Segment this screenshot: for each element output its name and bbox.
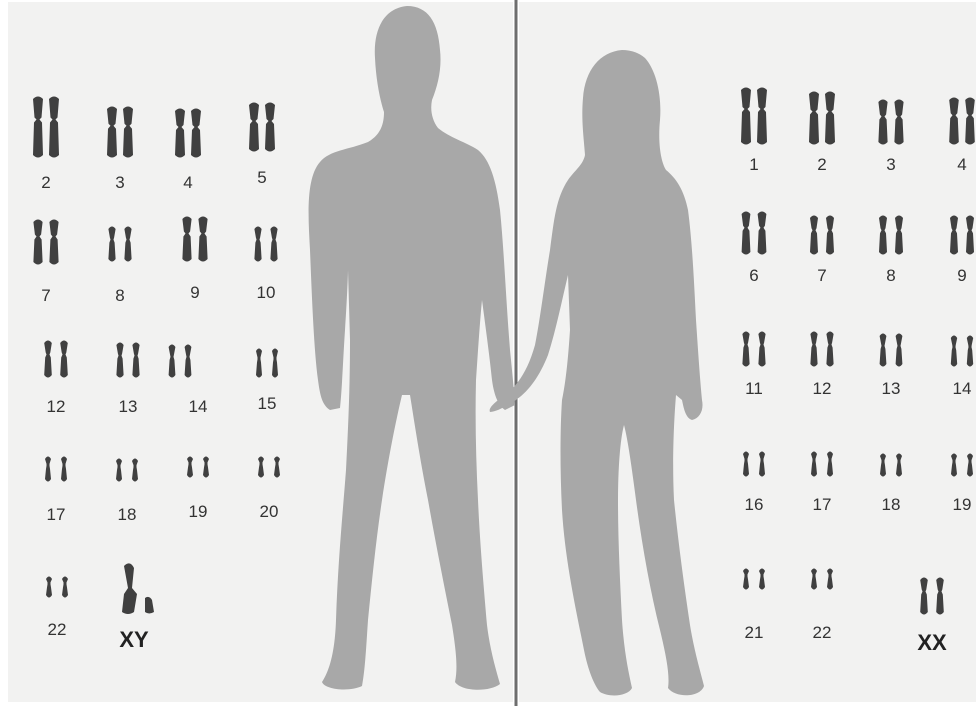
female-chromosome-pair-6-chromatid-2 [826, 216, 834, 255]
female-label-11: 11 [745, 379, 763, 398]
male-chromosome-pair-4-chromatid-1 [249, 103, 259, 152]
female-chromosome-pair-4-chromatid-1 [949, 98, 959, 145]
male-chromosome-pair-11-chromatid-1 [169, 345, 176, 378]
female-label-13: 13 [882, 379, 901, 398]
male-sex-label: XY [119, 627, 149, 652]
female-label-16: 16 [745, 495, 764, 514]
female-chromosome-pair-5-chromatid-2 [758, 212, 767, 255]
male-label-8: 8 [115, 286, 124, 305]
female-sex-chromosomes-chromatid-1 [920, 578, 928, 615]
female-chromosome-pair-8-chromatid-2 [966, 216, 974, 255]
male-label-7: 7 [41, 286, 50, 305]
male-label-3: 3 [115, 173, 124, 192]
male-label-22: 22 [48, 620, 67, 639]
male-label-15: 15 [258, 394, 277, 413]
male-label-13: 13 [119, 397, 138, 416]
female-label-8: 8 [886, 266, 895, 285]
female-label-21: 21 [745, 623, 764, 642]
male-label-19: 19 [189, 502, 208, 521]
male-chromosome-pair-3-chromatid-1 [175, 109, 185, 158]
male-chromosome-pair-8-chromatid-2 [270, 227, 277, 262]
female-chromosome-pair-7-chromatid-1 [879, 216, 887, 255]
male-chromosome-pair-4-chromatid-2 [265, 103, 275, 152]
male-chromosome-pair-5-chromatid-2 [49, 220, 58, 265]
female-label-9: 9 [957, 266, 966, 285]
female-chromosome-pair-3-chromatid-2 [894, 100, 903, 145]
female-chromosome-pair-12-chromatid-1 [951, 336, 957, 367]
male-chromosome-pair-6-chromatid-1 [108, 227, 115, 262]
female-chromosome-pair-1-chromatid-1 [741, 88, 751, 145]
female-chromosome-pair-5-chromatid-1 [742, 212, 751, 255]
female-label-2: 2 [817, 155, 826, 174]
male-label-2: 2 [41, 173, 50, 192]
male-chromosome-pair-3-chromatid-2 [191, 109, 201, 158]
male-label-18: 18 [118, 505, 137, 524]
female-chromosome-pair-11-chromatid-1 [880, 334, 887, 367]
female-chromosome-pair-12-chromatid-2 [967, 336, 973, 367]
female-chromosome-pair-2-chromatid-2 [825, 92, 835, 145]
female-sex-chromosomes-chromatid-2 [936, 578, 944, 615]
male-label-4: 4 [183, 173, 192, 192]
male-label-14: 14 [189, 397, 208, 416]
male-chromosome-pair-1-chromatid-2 [49, 97, 59, 158]
female-chromosome-pair-9-chromatid-2 [758, 332, 765, 367]
male-chromosome-pair-7-chromatid-1 [182, 217, 191, 262]
female-label-17: 17 [813, 495, 832, 514]
female-chromosome-pair-7-chromatid-2 [895, 216, 903, 255]
male-chromosome-pair-9-chromatid-1 [44, 341, 52, 378]
male-chromosome-pair-2-chromatid-1 [107, 107, 117, 158]
female-label-19: 19 [953, 495, 972, 514]
female-chromosome-pair-3-chromatid-1 [878, 100, 887, 145]
female-sex-label: XX [917, 630, 947, 655]
male-chromosome-pair-6-chromatid-2 [124, 227, 131, 262]
female-label-22: 22 [813, 623, 832, 642]
female-chromosome-pair-10-chromatid-2 [826, 332, 833, 367]
female-label-4: 4 [957, 155, 966, 174]
male-label-17: 17 [47, 505, 66, 524]
male-label-10: 10 [257, 283, 276, 302]
male-chromosome-pair-10-chromatid-1 [116, 343, 123, 378]
male-chromosome-pair-11-chromatid-2 [185, 345, 192, 378]
male-label-5: 5 [257, 168, 266, 187]
male-chromosome-pair-2-chromatid-2 [123, 107, 133, 158]
female-chromosome-pair-11-chromatid-2 [896, 334, 903, 367]
female-chromosome-pair-2-chromatid-1 [809, 92, 819, 145]
female-label-18: 18 [882, 495, 901, 514]
female-label-12: 12 [813, 379, 832, 398]
female-chromosome-pair-4-chromatid-2 [965, 98, 975, 145]
female-label-7: 7 [817, 266, 826, 285]
male-chromosome-pair-7-chromatid-2 [198, 217, 207, 262]
female-chromosome-pair-6-chromatid-1 [810, 216, 818, 255]
male-chromosome-pair-10-chromatid-2 [132, 343, 139, 378]
female-label-3: 3 [886, 155, 895, 174]
female-label-6: 6 [749, 266, 758, 285]
female-chromosome-pair-8-chromatid-1 [950, 216, 958, 255]
male-chromosome-pair-5-chromatid-1 [33, 220, 42, 265]
male-label-9: 9 [190, 283, 199, 302]
male-chromosome-pair-8-chromatid-1 [254, 227, 261, 262]
male-label-12: 12 [47, 397, 66, 416]
male-chromosome-pair-9-chromatid-2 [60, 341, 68, 378]
female-chromosome-pair-10-chromatid-1 [810, 332, 817, 367]
female-chromosome-pair-1-chromatid-2 [757, 88, 767, 145]
female-chromosome-pair-9-chromatid-1 [742, 332, 749, 367]
female-label-1: 1 [749, 155, 758, 174]
female-label-14: 14 [953, 379, 972, 398]
male-chromosome-pair-1-chromatid-1 [33, 97, 43, 158]
male-label-20: 20 [260, 502, 279, 521]
